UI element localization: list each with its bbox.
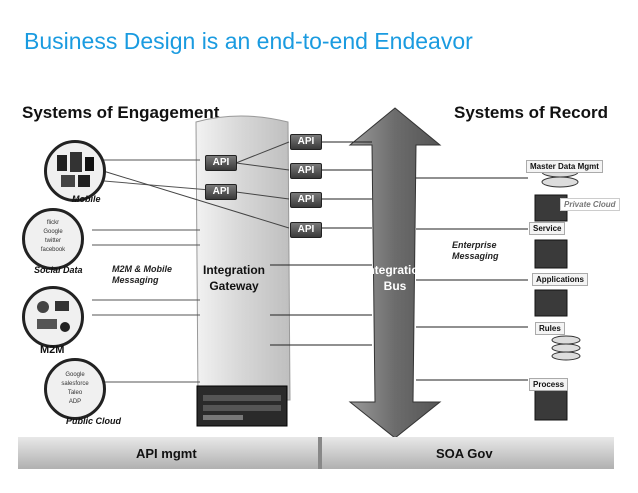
api-box[interactable]: API — [290, 163, 322, 179]
enterprise-messaging-note: Enterprise Messaging — [452, 240, 499, 262]
record-label-rules: Rules — [535, 322, 565, 335]
note-line: Messaging — [452, 251, 499, 261]
circle-label-public-cloud: Public Cloud — [66, 416, 121, 426]
logo-text: salesforce — [61, 381, 89, 387]
gateway-bus-links — [270, 141, 372, 346]
record-label-service: Service — [529, 222, 566, 235]
circle-label-mobile: Mobile — [72, 194, 101, 204]
api-box[interactable]: API — [290, 134, 322, 150]
record-label-private-cloud: Private Cloud — [560, 198, 620, 211]
systems-of-engagement-heading: Systems of Engagement — [22, 103, 220, 122]
record-label-applications: Applications — [532, 273, 589, 286]
bus-label-line2: Bus — [383, 279, 407, 293]
m2m-mobile-messaging-note: M2M & Mobile Messaging — [112, 264, 172, 286]
mobile-devices-icon — [57, 152, 94, 187]
api-box[interactable]: API — [290, 222, 322, 238]
slide-title: Business Design is an end-to-end Endeavo… — [24, 28, 473, 54]
logo-text: Google — [65, 372, 85, 378]
social-data-circle: flickr Google twitter facebook — [22, 208, 84, 270]
gateway-appliance — [196, 385, 288, 427]
gateway-label-line2: Gateway — [209, 279, 259, 293]
logo-text: facebook — [40, 247, 66, 253]
logo-text: twitter — [44, 238, 61, 244]
bus-record-links — [416, 177, 528, 381]
logo-text: flickr — [46, 220, 60, 226]
public-cloud-circle: Google salesforce Taleo ADP — [44, 358, 106, 420]
integration-gateway-label: Integration Gateway — [198, 262, 270, 294]
circle-label-m2m: M2M — [40, 344, 65, 356]
mobile-devices-circle — [44, 140, 106, 202]
bottom-bar-bg — [18, 437, 614, 469]
api-box[interactable]: API — [205, 155, 237, 171]
systems-of-record-heading: Systems of Record — [454, 103, 608, 122]
logo-text: ADP — [68, 399, 82, 405]
note-line: Enterprise — [452, 240, 497, 250]
record-label-master-data: Master Data Mgmt — [526, 160, 603, 173]
m2m-circle — [22, 286, 84, 348]
logo-text: Google — [43, 229, 63, 235]
gateway-label-line1: Integration — [203, 263, 265, 277]
bottom-bar-divider — [318, 437, 322, 469]
circle-label-social-data: Social Data — [34, 265, 83, 275]
bus-label-line1: Integration — [364, 263, 426, 277]
soa-gov-label: SOA Gov — [436, 446, 493, 461]
note-line: M2M & Mobile — [112, 264, 172, 274]
api-box[interactable]: API — [290, 192, 322, 208]
api-connectors — [99, 141, 290, 229]
api-box[interactable]: API — [205, 184, 237, 200]
record-label-process: Process — [529, 378, 569, 391]
engagement-connectors — [91, 159, 211, 383]
api-mgmt-label: API mgmt — [136, 446, 197, 461]
logo-text: Taleo — [67, 390, 83, 396]
m2m-devices-icon — [37, 301, 70, 332]
note-line: Messaging — [112, 275, 159, 285]
integration-bus-label: Integration Bus — [362, 262, 428, 294]
